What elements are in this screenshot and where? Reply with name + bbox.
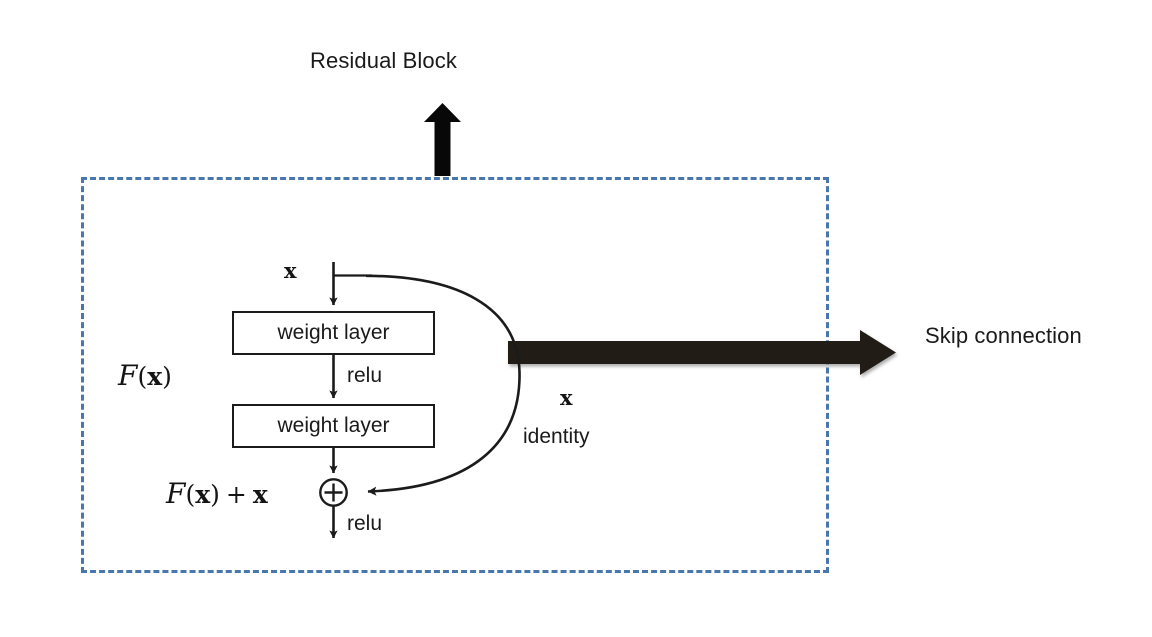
- weight-layer-box-2: weight layer: [232, 404, 435, 448]
- identity-x-label: x: [560, 385, 573, 410]
- variable-x-3: x: [252, 480, 268, 509]
- weight-layer-box-1: weight layer: [232, 311, 435, 355]
- variable-x-2: x: [195, 480, 211, 509]
- input-x-label: x: [284, 258, 297, 283]
- paren-open: (: [137, 362, 148, 391]
- plus-sign: +: [225, 480, 247, 509]
- script-f-glyph-2: F: [166, 477, 186, 510]
- function-fx-label: F(x): [118, 362, 172, 390]
- paren-open-2: (: [185, 480, 196, 509]
- variable-x: x: [147, 362, 163, 391]
- output-fx-plus-x-label: F(x)+x: [166, 480, 268, 508]
- relu-label-2: relu: [347, 512, 383, 535]
- skip-connection-label: Skip connection: [925, 323, 1082, 348]
- script-f-glyph: F: [118, 359, 138, 392]
- identity-label: identity: [523, 425, 590, 448]
- residual-block-callout-arrow: [424, 103, 461, 176]
- paren-close: ): [162, 362, 172, 391]
- residual-block-boundary: [81, 177, 829, 573]
- relu-label-1: relu: [347, 364, 383, 387]
- paren-close-2: ): [210, 480, 220, 509]
- page-title: Residual Block: [310, 48, 457, 73]
